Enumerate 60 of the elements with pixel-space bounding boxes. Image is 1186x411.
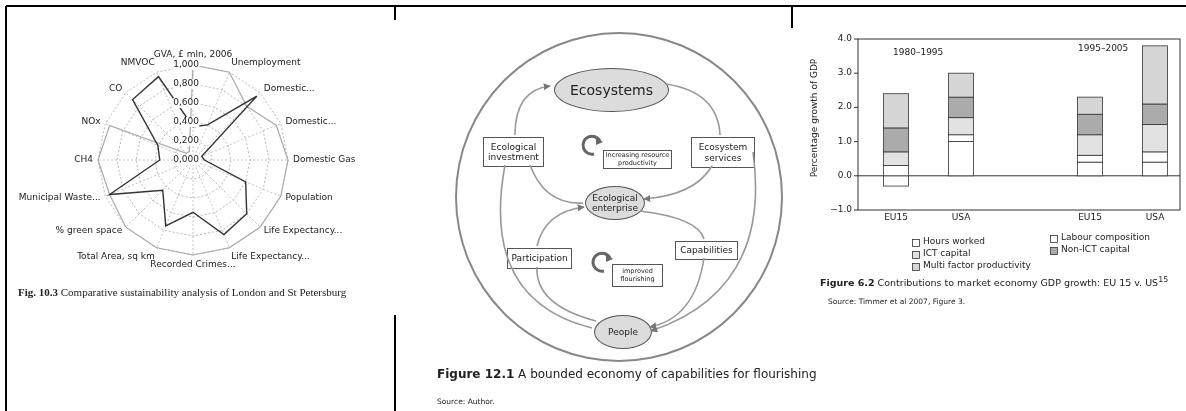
tick-label: 3.0 [837, 68, 852, 79]
figure-caption: Figure 6.2 Contributions to market economy GDP growth: EU 15 v. US$^{15}$ [820, 276, 1169, 289]
axis-label: NOx [81, 116, 101, 127]
tick-label: −1.0 [830, 205, 852, 215]
connector-line [665, 83, 721, 136]
axis-label: Life Expectancy... [231, 252, 310, 262]
legend-label: Multi factor productivity [923, 261, 1031, 271]
text-box: Capabilities [675, 241, 738, 260]
tick-label: 0.0 [837, 170, 852, 181]
axis-label: Unemployment [231, 57, 301, 68]
legend-label: Hours worked [923, 237, 985, 247]
figure-caption: Figure 12.1 A bounded economy of capabilities for flourishing [437, 368, 817, 382]
arrow [649, 257, 705, 329]
category-label: EU15 [884, 213, 908, 223]
tick-label: 2.0 [837, 102, 852, 113]
tick-label: 0,200 [173, 136, 199, 146]
category-label: USA [1145, 213, 1165, 223]
axis-label: Domestic Gas [293, 155, 356, 165]
legend-label: ICT capital [923, 249, 971, 259]
axis-label: CH4 [74, 155, 93, 165]
axis-label: NMVOC [120, 57, 155, 68]
text-box: Ecosystem services [691, 137, 755, 168]
ellipse-node: People [594, 315, 652, 349]
period-label: 1995–2005 [1078, 44, 1129, 54]
connector-line [536, 266, 597, 322]
connector-line [639, 210, 705, 240]
tick-label: 1,000 [173, 60, 199, 70]
axis-label: Recorded Crimes... [150, 260, 236, 270]
axis-label: Life Expectancy... [263, 225, 343, 236]
axis-label: CO [108, 84, 123, 95]
axis-label: Population [285, 193, 333, 204]
text-box: Participation [507, 248, 572, 269]
axis-label: % green space [55, 225, 123, 236]
axis-label: Domestic... [285, 116, 337, 127]
arrow [650, 151, 757, 332]
arrow [536, 204, 585, 247]
legend-label: Labour composition [1061, 233, 1150, 243]
text-box: Ecological investment [483, 137, 544, 167]
category-label: USA [951, 213, 971, 223]
arrow [643, 165, 713, 202]
figure-caption: Fig. 10.3 Comparative sustainability analysis of London and St Petersburg [18, 286, 347, 299]
boundary-circle [455, 32, 783, 362]
connector-line [529, 164, 584, 204]
axis-title: Percentage growth of GDP [810, 58, 820, 178]
tick-label: 4.0 [837, 34, 852, 44]
ellipse-node: Ecological enterprise [585, 186, 645, 220]
axis-label: Municipal Waste... [18, 193, 101, 204]
ellipse-node: Ecosystems [554, 68, 669, 112]
period-label: 1980–1995 [893, 48, 944, 58]
tick-label: 0,800 [173, 79, 199, 89]
connector-line [499, 164, 593, 329]
axis-label: Domestic... [263, 84, 315, 95]
tick-label: 0,000 [173, 155, 199, 165]
axis-label: Total Area, sq km [77, 252, 155, 262]
legend-label: Non-ICT capital [1061, 245, 1130, 255]
tick-label: 1.0 [837, 136, 852, 147]
tick-label: 0,400 [173, 117, 199, 127]
arrow [514, 83, 551, 136]
category-label: EU15 [1078, 213, 1102, 223]
tick-label: 0,600 [173, 98, 199, 108]
